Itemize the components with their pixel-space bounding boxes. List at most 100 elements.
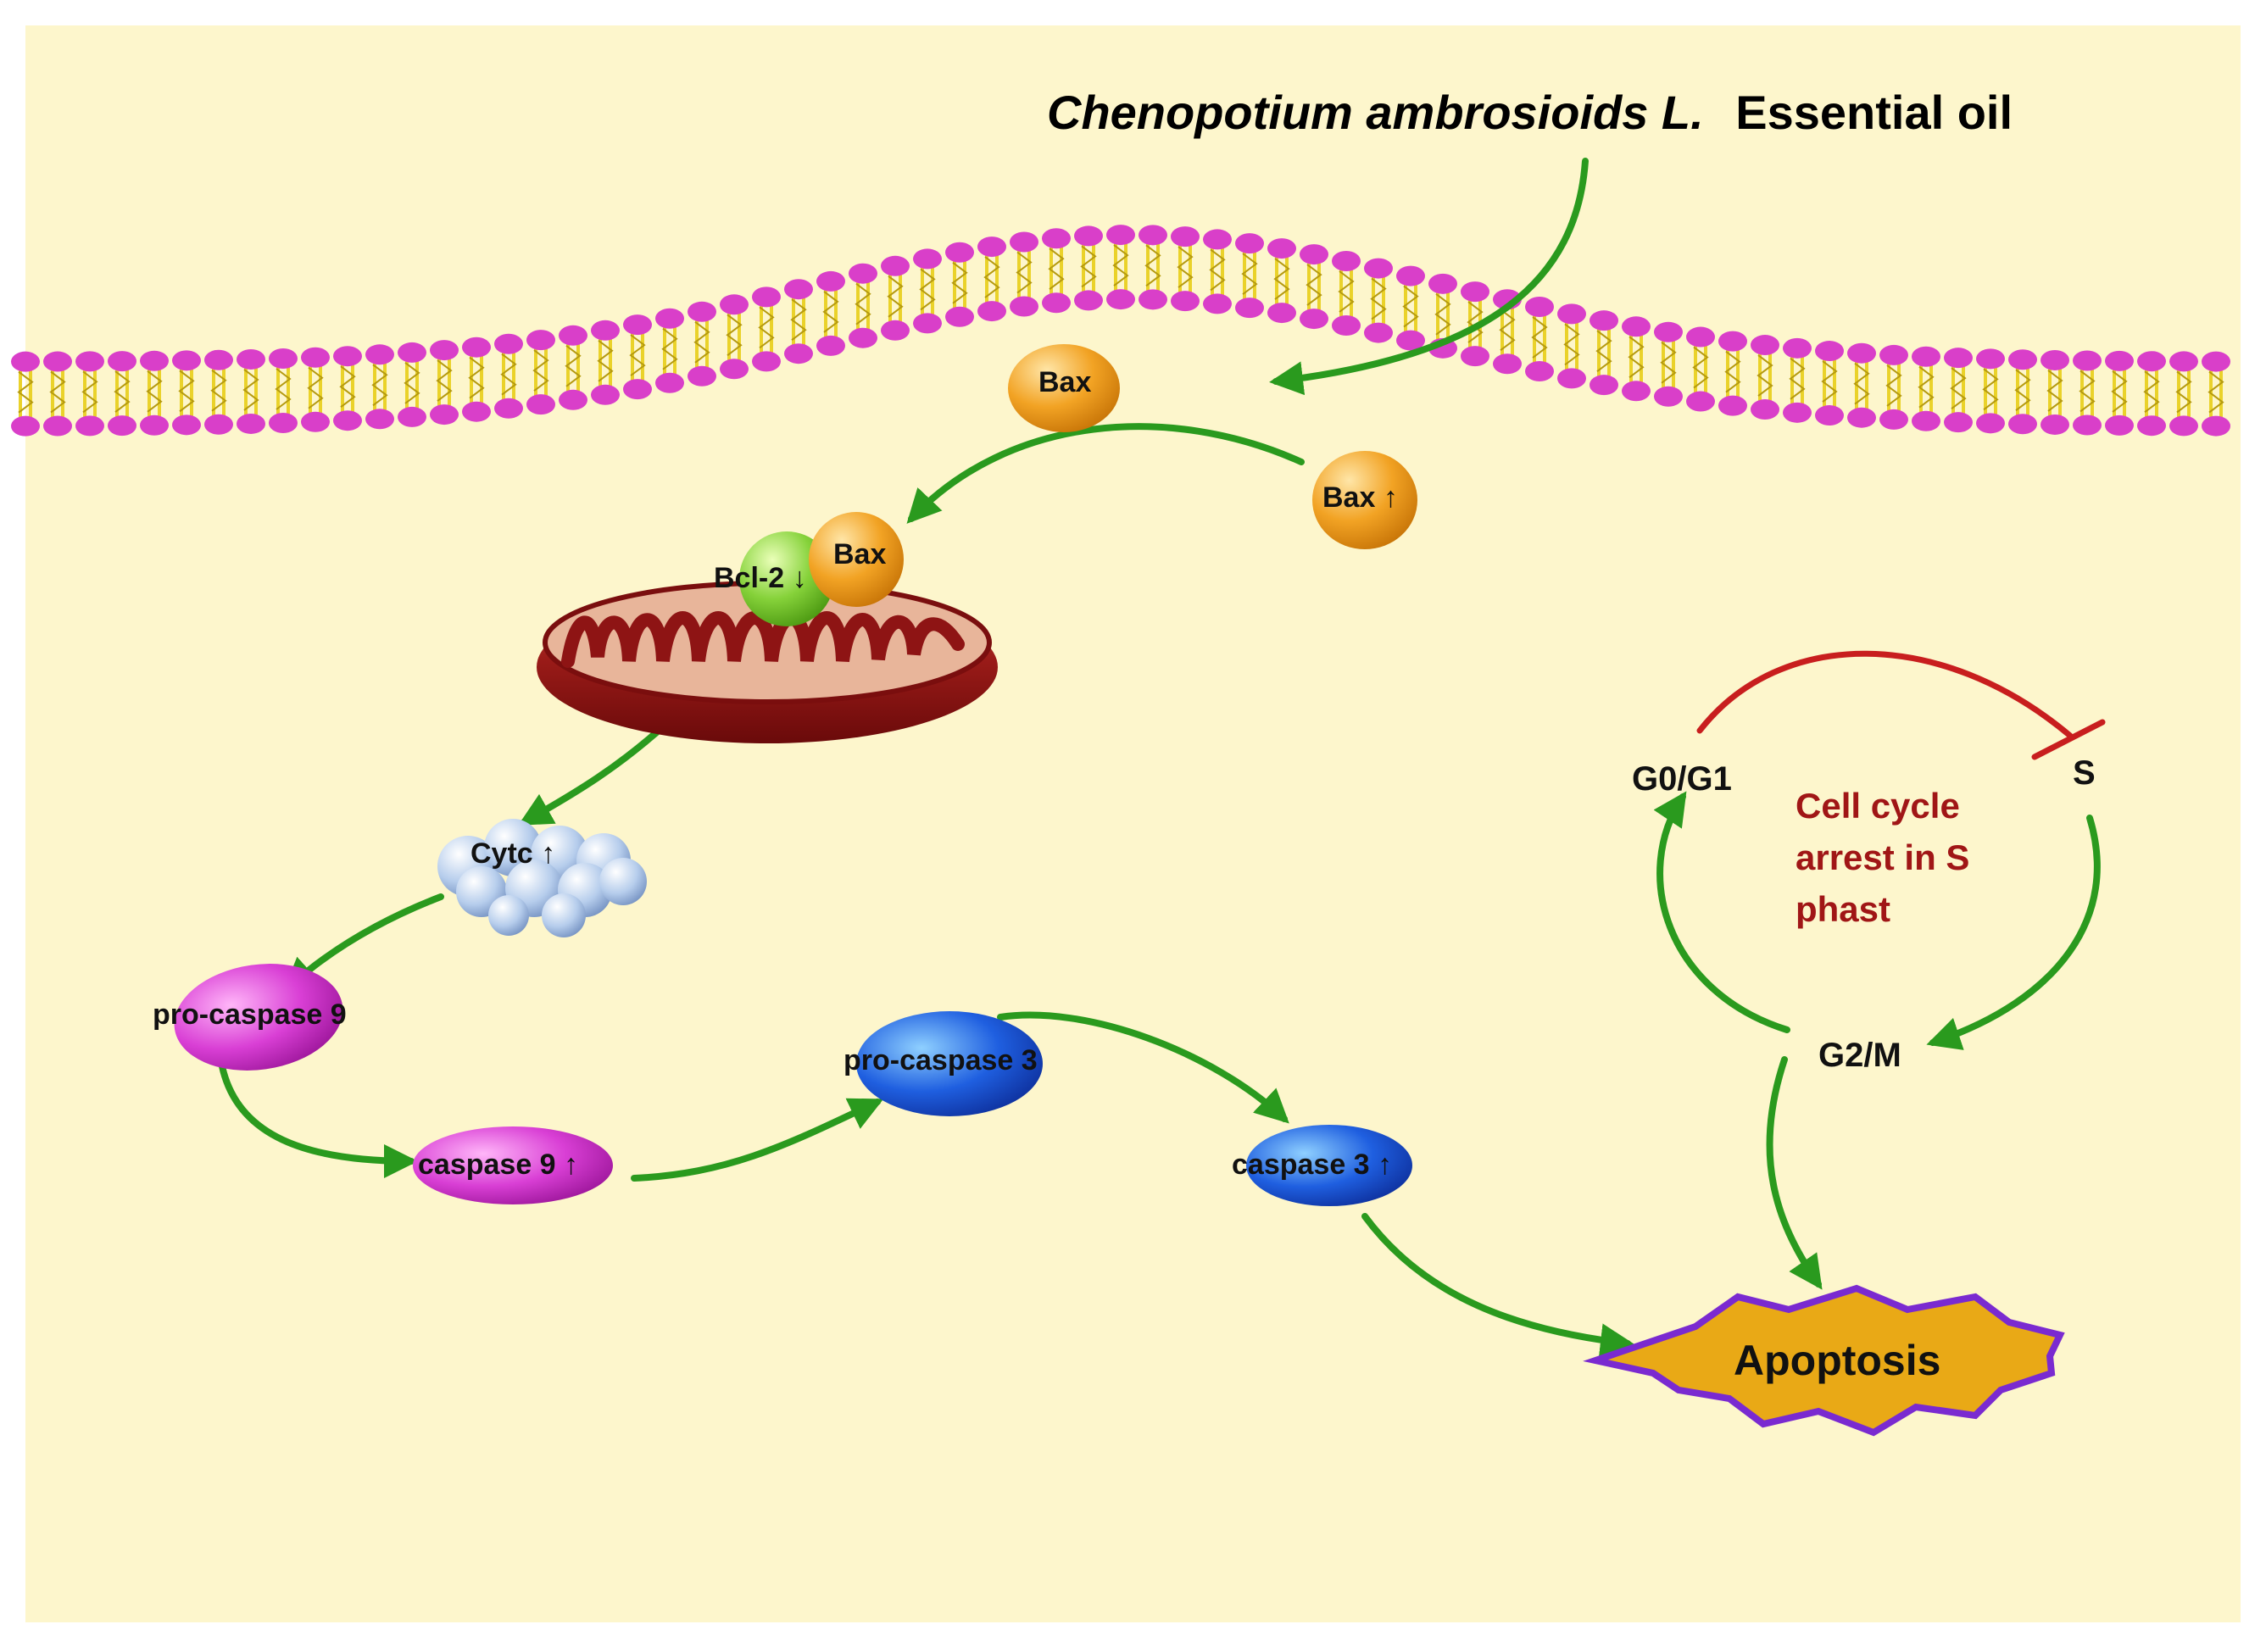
membrane-head (1332, 314, 1361, 336)
membrane-head (2008, 349, 2037, 370)
membrane-head (1783, 337, 1812, 359)
membrane-head (1590, 310, 1618, 331)
bcl2-label: Bcl-2 ↓ (714, 562, 807, 594)
membrane-head (655, 308, 684, 329)
membrane-head (365, 344, 394, 365)
membrane-head (1912, 346, 1940, 367)
membrane-head (1879, 409, 1908, 430)
membrane-head (623, 314, 652, 336)
membrane-head (1912, 410, 1940, 431)
membrane-head (204, 349, 233, 370)
membrane-head (269, 348, 298, 369)
membrane-head (1847, 407, 1876, 428)
membrane-head (462, 401, 491, 422)
membrane-head (591, 384, 620, 405)
bax-complex-sphere (809, 512, 904, 607)
membrane-head (1074, 225, 1103, 247)
membrane-head (1654, 386, 1683, 407)
arrest-text: Cell cycle arrest in S phast (1796, 786, 1979, 929)
membrane-head (1203, 229, 1232, 250)
membrane-head (11, 351, 40, 372)
membrane-head (1590, 375, 1618, 396)
membrane-head (1106, 289, 1135, 310)
membrane-head (720, 359, 749, 380)
membrane-head (1783, 402, 1812, 423)
arrow-oil-to-bax (1269, 158, 1589, 396)
arrest-line-3: phast (1796, 889, 1890, 929)
membrane-head (237, 348, 265, 370)
membrane-head (945, 306, 974, 327)
membrane-head (1686, 326, 1715, 348)
membrane-head (237, 413, 265, 434)
membrane-head (333, 346, 362, 367)
membrane-head (1622, 316, 1651, 337)
membrane-head (43, 351, 72, 372)
membrane-head (2041, 349, 2069, 370)
membrane-head (1203, 293, 1232, 314)
caspase3-label: caspase 3 ↑ (1232, 1149, 1392, 1181)
s-label: S (2073, 754, 2096, 792)
membrane-head (913, 313, 942, 334)
membrane-head (1428, 273, 1457, 294)
membrane-head (977, 236, 1006, 258)
membrane-head (2008, 414, 2037, 435)
g0g1-label: G0/G1 (1632, 760, 1732, 798)
membrane-head (591, 320, 620, 341)
membrane-head (494, 398, 523, 419)
membrane-head (1461, 346, 1489, 367)
membrane-head (172, 350, 201, 371)
membrane-head (2105, 414, 2134, 436)
membrane-head (977, 301, 1006, 322)
membrane-head (1525, 361, 1554, 382)
membrane-head (75, 415, 104, 437)
arrow-bax-to-complex (906, 423, 1305, 524)
membrane-head (881, 320, 910, 341)
membrane-head (1235, 233, 1264, 254)
membrane-head (1139, 289, 1167, 310)
mitochondrion (537, 581, 998, 743)
membrane-head (1976, 413, 2005, 434)
bax-up-label: Bax ↑ (1322, 481, 1398, 514)
membrane-head (2041, 414, 2069, 435)
membrane-head (494, 333, 523, 354)
membrane-head (2105, 350, 2134, 371)
membrane-head (75, 351, 104, 372)
membrane-head (333, 410, 362, 431)
bax-complex-label: Bax (833, 538, 886, 570)
membrane-head (301, 411, 330, 432)
membrane-head (1976, 348, 2005, 370)
membrane-head (1847, 342, 1876, 364)
bax-up-sphere (1312, 451, 1417, 549)
membrane-head (2169, 351, 2198, 372)
membrane-head (1557, 303, 1586, 325)
membrane-head (1235, 298, 1264, 319)
membrane-head (140, 414, 169, 436)
membrane-head (1042, 292, 1071, 314)
membrane-head (1106, 225, 1135, 246)
arrest-line-2: arrest in S (1796, 837, 1969, 877)
membrane-head (784, 343, 813, 364)
membrane-head (365, 409, 394, 430)
membrane-head (269, 412, 298, 433)
membrane-head (2202, 415, 2230, 437)
arrow-casp3-to-apoptosis (1361, 1213, 1634, 1358)
membrane-head (752, 351, 781, 372)
membrane-head (1944, 412, 1973, 433)
membrane-head (301, 347, 330, 368)
s-phase-inhibition (1696, 650, 2106, 760)
arrow-g2m-to-g0g1 (1653, 791, 1790, 1033)
membrane-head (1751, 335, 1779, 356)
membrane-head (526, 394, 555, 415)
membrane-head (1944, 348, 1973, 369)
procaspase3-label: pro-caspase 3 (843, 1044, 1038, 1076)
membrane-head (1042, 228, 1071, 249)
procaspase3-blob (856, 1011, 1043, 1116)
title-species: Chenopotium ambrosioids L. (1047, 86, 1704, 139)
arrow-g2m-to-apoptosis (1766, 1056, 1823, 1290)
membrane-head (1815, 341, 1844, 362)
membrane-head (430, 404, 459, 426)
arrow-procasp3-to-casp3 (997, 1011, 1289, 1124)
membrane-head (1751, 399, 1779, 420)
membrane-head (1396, 265, 1425, 286)
membrane-head (1815, 405, 1844, 426)
